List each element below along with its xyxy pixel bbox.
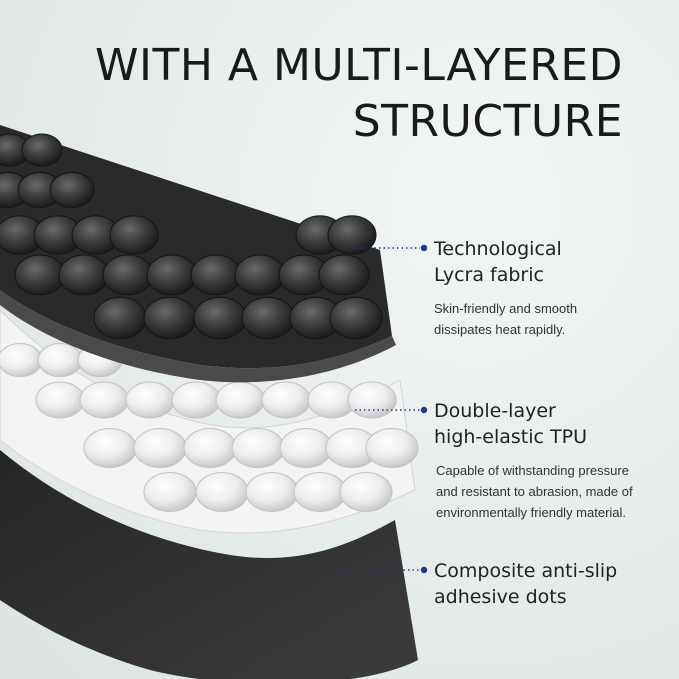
callout-lines [336, 247, 420, 571]
title-line-1: WITH A MULTI-LAYERED [94, 40, 623, 91]
cushion-bump [109, 215, 159, 255]
cushion-bump [234, 254, 286, 296]
callout-tpu-description: Capable of withstanding pressure and res… [436, 460, 633, 523]
heading-line: Technological [434, 238, 562, 260]
callout-dot-tpu [420, 406, 428, 414]
cushion-bump [190, 254, 242, 296]
fabric-layer [0, 125, 396, 383]
cushion-bump [125, 381, 175, 419]
cushion-bump [37, 343, 83, 377]
cushion-bump [241, 296, 295, 340]
cushion-bump [83, 428, 137, 468]
callout-base: Composite anti-slip adhesive dots [434, 558, 617, 610]
cushion-bump [133, 428, 187, 468]
description-line: Skin-friendly and smooth [434, 301, 578, 316]
cushion-bump [93, 296, 147, 340]
cushion-bump [14, 254, 66, 296]
callout-tpu: Double-layer high-elastic TPU Capable of… [434, 398, 633, 523]
callout-dot-fabric [420, 244, 428, 252]
cushion-bump [102, 254, 154, 296]
cushion-bump [79, 381, 129, 419]
heading-line: Composite anti-slip [434, 560, 618, 582]
cushion-bump [293, 472, 347, 512]
cushion-bump [193, 296, 247, 340]
cushion-bump [215, 381, 265, 419]
description-line: dissipates heat rapidly. [434, 322, 566, 337]
callout-fabric-description: Skin-friendly and smooth dissipates heat… [434, 298, 577, 340]
heading-line: Lycra fabric [434, 264, 544, 286]
description-line: and resistant to abrasion, made of [436, 484, 633, 499]
cushion-bump [347, 381, 397, 419]
heading-line: high-elastic TPU [434, 426, 587, 448]
title-line-2: STRUCTURE [352, 96, 623, 147]
cushion-bump [365, 428, 419, 468]
tpu-layer [0, 309, 419, 534]
description-line: Capable of withstanding pressure [436, 463, 629, 478]
cushion-bump [261, 381, 311, 419]
cushion-bump [35, 381, 85, 419]
cushion-bump [329, 296, 383, 340]
cushion-bump [58, 254, 110, 296]
callout-fabric: Technological Lycra fabric Skin-friendly… [434, 236, 577, 340]
cushion-bump [195, 472, 249, 512]
description-line: environmentally friendly material. [436, 505, 627, 520]
heading-line: adhesive dots [434, 586, 567, 608]
callout-dot-base [420, 566, 428, 574]
page-title: WITH A MULTI-LAYERED STRUCTURE [63, 38, 623, 150]
cushion-bump [0, 343, 43, 377]
cushion-bump [245, 472, 299, 512]
cushion-bump [339, 472, 393, 512]
cushion-bump [146, 254, 198, 296]
cushion-bump [279, 428, 333, 468]
callout-tpu-heading: Double-layer high-elastic TPU [434, 398, 633, 450]
cushion-bump [171, 381, 221, 419]
callout-base-heading: Composite anti-slip adhesive dots [434, 558, 617, 610]
cushion-bump [327, 215, 377, 255]
cushion-bump [318, 254, 370, 296]
cushion-bump [231, 428, 285, 468]
cushion-bump [21, 133, 63, 167]
heading-line: Double-layer [434, 400, 556, 422]
callout-fabric-heading: Technological Lycra fabric [434, 236, 577, 288]
cushion-bump [49, 171, 95, 209]
base-layer [0, 450, 418, 679]
cushion-bump [183, 428, 237, 468]
cushion-bump [143, 296, 197, 340]
cushion-bump [143, 472, 197, 512]
